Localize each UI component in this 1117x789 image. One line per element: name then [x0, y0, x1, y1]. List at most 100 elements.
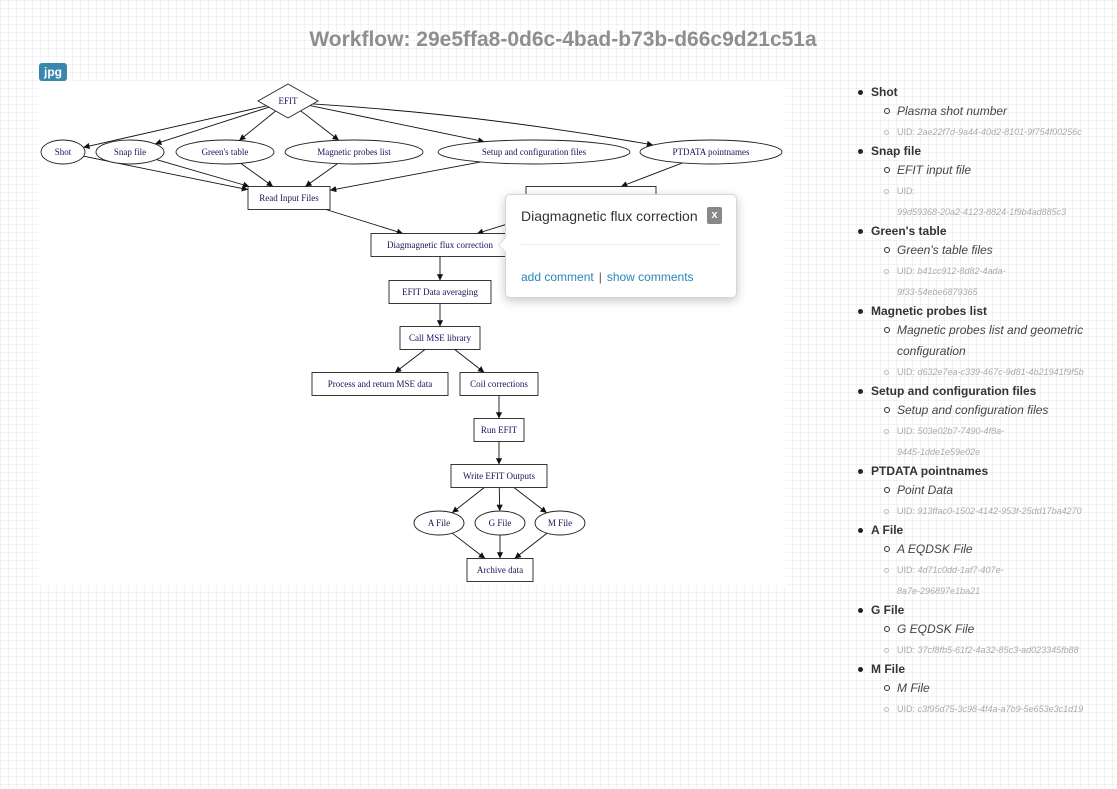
info-item-title: Magnetic probes list [871, 304, 988, 318]
node-shape [399, 326, 481, 350]
uid-label: UID: [897, 186, 915, 196]
info-item-title: Setup and configuration files [871, 384, 1037, 398]
node-label: PTDATA pointnames [672, 147, 750, 157]
node-shape [247, 186, 331, 210]
node-shape [466, 558, 534, 582]
edge-mse-to-coil [454, 349, 485, 373]
page-title: Workflow: 29e5ffa8-0d6c-4bad-b73b-d66c9d… [309, 28, 817, 51]
info-item-description: M File [884, 678, 1108, 699]
node-mfile[interactable]: M File [534, 510, 586, 536]
node-label: Setup and configuration files [482, 147, 587, 157]
node-procmse[interactable]: Process and return MSE data [311, 372, 449, 396]
edge-efit-to-setup [309, 105, 485, 144]
node-label: Coil corrections [470, 379, 528, 389]
info-item-title: PTDATA pointnames [871, 464, 989, 478]
node-write[interactable]: Write EFIT Outputs [450, 464, 548, 488]
uid-value: 4d71c0dd-1af7-407e- [915, 565, 1004, 575]
node-gfile[interactable]: G File [474, 510, 526, 536]
edge-efit-to-magprobes [300, 110, 340, 141]
node-shape [284, 139, 424, 165]
node-label: Diagmagnetic flux correction [387, 240, 493, 250]
edge-efit-to-snap [154, 106, 270, 145]
close-button[interactable]: x [707, 207, 722, 224]
show-comments-link[interactable]: show comments [606, 270, 694, 284]
node-shape [473, 418, 525, 442]
node-magprobes[interactable]: Magnetic probes list [284, 139, 424, 165]
edge-snap-to-readinput [156, 159, 250, 188]
uid-label: UID: [897, 506, 915, 516]
edge-write-to-gfile [496, 487, 503, 512]
node-coil[interactable]: Coil corrections [459, 372, 539, 396]
node-label: Snap file [114, 147, 146, 157]
node-shape [311, 372, 449, 396]
edge-ptdata-to-hidden [620, 162, 683, 188]
add-comment-link[interactable]: add comment [521, 270, 594, 284]
uid-label: UID: [897, 565, 915, 575]
node-setup[interactable]: Setup and configuration files [437, 139, 631, 165]
node-readinput[interactable]: Read Input Files [247, 186, 331, 210]
uid-label: UID: [897, 127, 915, 137]
node-label: Process and return MSE data [328, 379, 432, 389]
info-item-uid: UID: 913ffac0-1502-4142-953f-25dd17ba427… [884, 501, 1108, 522]
node-snap[interactable]: Snap file [95, 139, 165, 165]
node-diamag[interactable]: Diagmagnetic flux correction [370, 233, 510, 257]
info-item-description: Point Data [884, 480, 1108, 501]
uid-value: 99d59368-20a2-4123-8824-1f9b4ad885c3 [897, 207, 1067, 217]
info-item-uid: UID: 4d71c0dd-1af7-407e-8a7e-296897e1ba2… [884, 560, 1108, 602]
node-shape [95, 139, 165, 165]
node-shot[interactable]: Shot [40, 139, 86, 165]
link-separator: | [598, 270, 602, 284]
node-popover: Diagmagnetic flux correction x add comme… [498, 194, 737, 298]
node-shape [413, 510, 465, 536]
info-item-uid: UID: c3f95d75-3c98-4f4a-a7b9-5e653e3c1d1… [884, 699, 1108, 720]
edge-greens-to-readinput [240, 162, 274, 187]
info-item-uid: UID: b41cc912-8d82-4ada-9f33-54ebe687936… [884, 261, 1108, 303]
uid-value: 37cf8fb5-61f2-4a32-85c3-ad023345fb88 [915, 645, 1079, 655]
node-label: EFIT [279, 96, 299, 106]
node-efit[interactable]: EFIT [257, 83, 319, 119]
node-label: Run EFIT [481, 425, 518, 435]
info-item-uid: UID: 2ae22f7d-9a44-40d2-8101-9f754f00256… [884, 122, 1108, 143]
node-label: Read Input Files [259, 193, 319, 203]
uid-value: d632e7ea-c339-467c-9d81-4b21941f9f5b [915, 367, 1084, 377]
node-label: M File [548, 518, 572, 528]
node-shape [534, 510, 586, 536]
uid-value: 913ffac0-1502-4142-953f-25dd17ba4270 [915, 506, 1082, 516]
edge-efit-to-ptdata [312, 103, 654, 148]
node-shape [388, 280, 492, 304]
node-mse[interactable]: Call MSE library [399, 326, 481, 350]
info-item-description: Green's table files [884, 240, 1108, 261]
edge-write-to-mfile [513, 487, 548, 514]
jpg-download-badge[interactable]: jpg [39, 63, 67, 81]
node-archive[interactable]: Archive data [466, 558, 534, 582]
popover-links: add comment | show comments [521, 270, 694, 284]
info-item-title: Snap file [871, 144, 922, 158]
edge-efit-to-shot [83, 105, 267, 150]
node-ptdata[interactable]: PTDATA pointnames [639, 139, 783, 165]
info-item-uid: UID: 37cf8fb5-61f2-4a32-85c3-ad023345fb8… [884, 640, 1108, 661]
edge-afile-to-archive [451, 532, 486, 559]
node-avg[interactable]: EFIT Data averaging [388, 280, 492, 304]
info-item-title: A File [871, 523, 904, 537]
edge-setup-to-readinput [329, 161, 481, 193]
node-greens[interactable]: Green's table [175, 139, 275, 165]
node-afile[interactable]: A File [413, 510, 465, 536]
info-item-description: A EQDSK File [884, 539, 1108, 560]
info-item-title: Green's table [871, 224, 947, 238]
node-shape [257, 83, 319, 119]
uid-value: 9445-1dde1e59e02e [897, 447, 981, 457]
edge-mfile-to-archive [514, 532, 548, 559]
info-item-description: G EQDSK File [884, 619, 1108, 640]
node-run[interactable]: Run EFIT [473, 418, 525, 442]
node-shape [459, 372, 539, 396]
edge-readinput-to-diamag [325, 209, 404, 235]
